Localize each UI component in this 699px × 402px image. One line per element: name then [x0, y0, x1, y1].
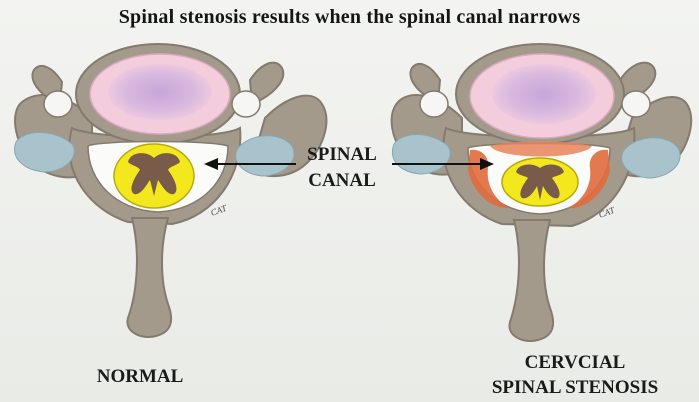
normal-vertebra: CAT	[15, 44, 327, 337]
stenosis-label-line1: CERVCIAL	[455, 350, 695, 375]
stenosis-disc-nucleus	[492, 64, 596, 124]
normal-spinous-process	[127, 218, 171, 337]
stenosis-right-foramen	[622, 91, 650, 117]
normal-label: NORMAL	[60, 366, 220, 388]
stenosis-left-foramen	[420, 91, 448, 117]
stenosis-label: CERVCIAL SPINAL STENOSIS	[455, 350, 695, 400]
stenosis-right-muscle	[622, 138, 680, 178]
stenosis-vertebra: CAT	[392, 44, 691, 341]
spinal-canal-label-line2: CANAL	[282, 168, 402, 194]
normal-left-foramen	[44, 91, 72, 117]
spinal-canal-label-line1: SPINAL	[282, 142, 402, 168]
spinal-canal-label: SPINAL CANAL	[282, 142, 402, 194]
normal-disc-nucleus	[108, 64, 212, 120]
stenosis-label-line2: SPINAL STENOSIS	[455, 375, 695, 400]
normal-right-foramen	[232, 91, 260, 117]
stenosis-spinous-process	[509, 220, 553, 341]
